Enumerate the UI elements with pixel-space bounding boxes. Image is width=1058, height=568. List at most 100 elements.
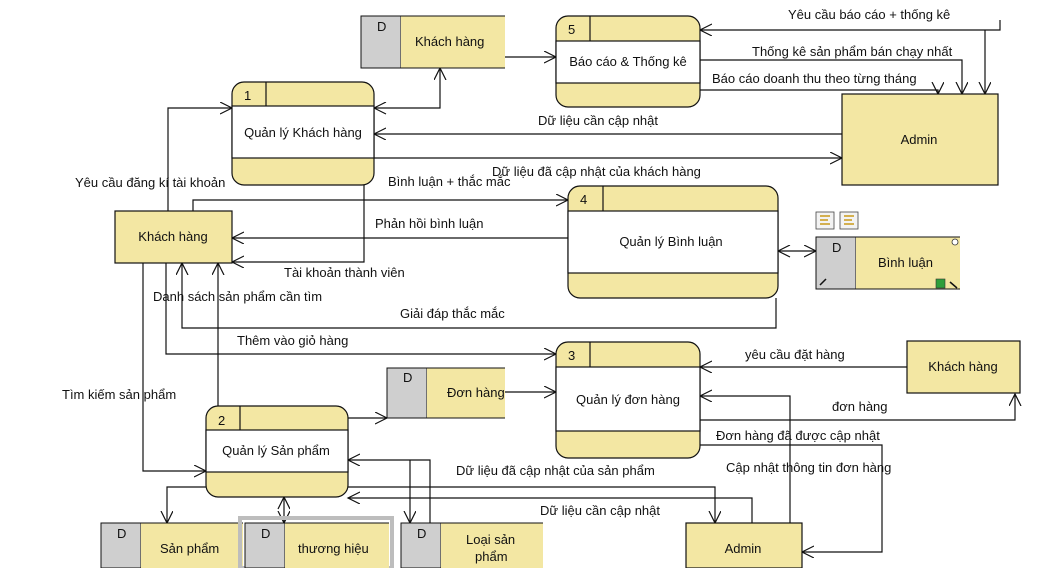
process-number: 2	[218, 413, 225, 428]
label-yeu-cau-dat-hang: yêu cầu đặt hàng	[745, 347, 845, 362]
flow-admin-request-report	[700, 20, 1001, 30]
process-5-bao-cao-thong-ke[interactable]: 5 Báo cáo & Thống kê	[555, 15, 701, 108]
store-name-box	[141, 523, 243, 568]
store-khach-hang[interactable]: D Khách hàng	[360, 15, 505, 69]
process-body	[555, 366, 701, 432]
resize-icon[interactable]	[949, 281, 958, 289]
label-danh-sach-sp: Danh sách sản phẩm cần tìm	[153, 289, 322, 304]
flow-p1-store-kh	[374, 68, 440, 108]
store-tag: D	[832, 240, 841, 255]
flow-report-revenue	[700, 90, 938, 94]
flow-kh-to-p2-search	[142, 263, 206, 471]
store-name: Bình luận	[878, 255, 933, 270]
flows	[142, 20, 1015, 552]
store-binh-luan[interactable]: D Bình luận	[815, 211, 960, 290]
process-name: Quản lý Sản phẩm	[222, 443, 330, 458]
label-du-lieu-can-cap-nhat-top: Dữ liệu cần cập nhật	[538, 113, 658, 128]
process-number: 1	[244, 88, 251, 103]
store-loai-san-pham[interactable]: D Loại sản phẩm	[400, 522, 543, 568]
entity-khach-hang-right[interactable]: Khách hàng	[906, 340, 1021, 394]
entity-khach-hang-left[interactable]: Khách hàng	[114, 210, 233, 264]
process-1-quan-ly-khach-hang[interactable]: 1 Quản lý Khách hàng	[231, 81, 375, 186]
store-tag: D	[403, 370, 412, 385]
entity-box	[906, 340, 1021, 394]
flow-admin-to-p3	[700, 396, 791, 523]
label-binh-luan-thac-mac: Bình luận + thắc mắc	[388, 174, 511, 189]
process-name: Quản lý Bình luận	[619, 234, 722, 249]
store-name-line1: Loại sản	[466, 532, 515, 547]
store-name: Khách hàng	[415, 34, 484, 49]
store-name-box	[427, 368, 505, 418]
entity-label: Admin	[901, 132, 938, 147]
flow-report-top-sellers	[700, 59, 962, 94]
flow-kh-to-p3-cart	[165, 263, 556, 354]
process-body	[231, 105, 375, 159]
label-cap-nhat-tt-don-hang: Cập nhật thông tin đơn hàng	[726, 460, 891, 475]
label-du-lieu-can-cap-nhat-bottom: Dữ liệu cần cập nhật	[540, 503, 660, 518]
flow-kh-to-p1-register	[167, 108, 232, 211]
label-them-vao-gio: Thêm vào giỏ hàng	[237, 333, 348, 348]
label-tim-kiem-sp: Tìm kiếm sản phẩm	[62, 387, 176, 402]
store-name-line2: phẩm	[475, 549, 508, 564]
label-thong-ke-sp: Thống kê sản phẩm bán chạy nhất	[752, 44, 953, 59]
process-name: Quản lý Khách hàng	[244, 125, 362, 140]
process-number: 4	[580, 192, 587, 207]
store-tag: D	[377, 19, 386, 34]
flow-p3-to-kh-right	[700, 394, 1015, 421]
store-name: Sản phẩm	[160, 541, 219, 556]
flow-p2-to-store-sp	[167, 486, 206, 523]
process-body	[205, 429, 349, 473]
entity-box	[685, 522, 803, 568]
process-body	[567, 210, 779, 274]
label-phan-hoi-binh-luan: Phản hồi bình luận	[375, 216, 483, 231]
store-thuong-hieu[interactable]: D thương hiệu	[238, 516, 394, 568]
flow-p2-to-admin	[348, 486, 715, 523]
entity-box	[841, 93, 999, 186]
entity-label: Khách hàng	[928, 359, 997, 374]
flow-p3-to-admin	[700, 444, 883, 552]
process-number: 3	[568, 348, 575, 363]
process-name: Báo cáo & Thống kê	[569, 54, 687, 69]
entity-admin-bottom[interactable]: Admin	[685, 522, 803, 568]
flow-p4-to-kh-answer	[182, 263, 777, 329]
store-tag-box	[400, 522, 442, 568]
flow-p1-to-kh-account	[232, 185, 365, 262]
process-3-quan-ly-don-hang[interactable]: 3 Quản lý đơn hàng	[555, 341, 701, 459]
process-number: 5	[568, 22, 575, 37]
store-name-box	[441, 523, 543, 568]
store-don-hang[interactable]: D Đơn hàng	[386, 367, 505, 419]
label-yeu-cau-bao-cao: Yêu cầu báo cáo + thống kê	[788, 7, 950, 22]
entity-label: Admin	[725, 541, 762, 556]
list-icon	[844, 215, 854, 225]
label-giai-dap: Giải đáp thắc mắc	[400, 306, 505, 321]
label-tai-khoan-thanh-vien: Tài khoản thành viên	[284, 265, 405, 280]
process-name: Quản lý đơn hàng	[576, 392, 680, 407]
store-name-box	[285, 523, 389, 568]
process-body	[555, 40, 701, 84]
label-bao-cao-doanh-thu: Báo cáo doanh thu theo từng tháng	[712, 71, 917, 86]
store-name: thương hiệu	[298, 541, 369, 556]
flow-admin-to-p2	[348, 498, 753, 523]
store-san-pham[interactable]: D Sản phẩm	[100, 522, 243, 568]
flow-kh-to-p4-comment	[192, 200, 568, 211]
handle-icon[interactable]	[951, 238, 959, 246]
store-tag: D	[117, 526, 126, 541]
flow-labels: Yêu cầu báo cáo + thống kê Thống kê sản …	[62, 7, 953, 518]
resize-icon[interactable]	[819, 278, 827, 286]
entity-admin-top[interactable]: Admin	[841, 93, 999, 186]
flow-store-lsp-to-p2	[348, 460, 431, 523]
entity-box	[114, 210, 233, 264]
label-don-hang-da-cap-nhat: Đơn hàng đã được cập nhật	[716, 428, 880, 443]
store-name-box	[401, 16, 505, 68]
label-du-lieu-da-cap-nhat-sp: Dữ liệu đã cập nhật của sản phẩm	[456, 463, 655, 478]
store-tag: D	[417, 526, 426, 541]
store-name: Đơn hàng	[447, 385, 505, 400]
label-don-hang: đơn hàng	[832, 399, 888, 414]
store-tag: D	[261, 526, 270, 541]
process-2-quan-ly-san-pham[interactable]: 2 Quản lý Sản phẩm	[205, 405, 349, 498]
status-icon	[935, 278, 946, 289]
list-icon	[820, 215, 830, 225]
process-4-quan-ly-binh-luan[interactable]: 4 Quản lý Bình luận	[567, 185, 779, 299]
label-du-lieu-da-cap-nhat-kh: Dữ liệu đã cập nhật của khách hàng	[492, 164, 701, 179]
